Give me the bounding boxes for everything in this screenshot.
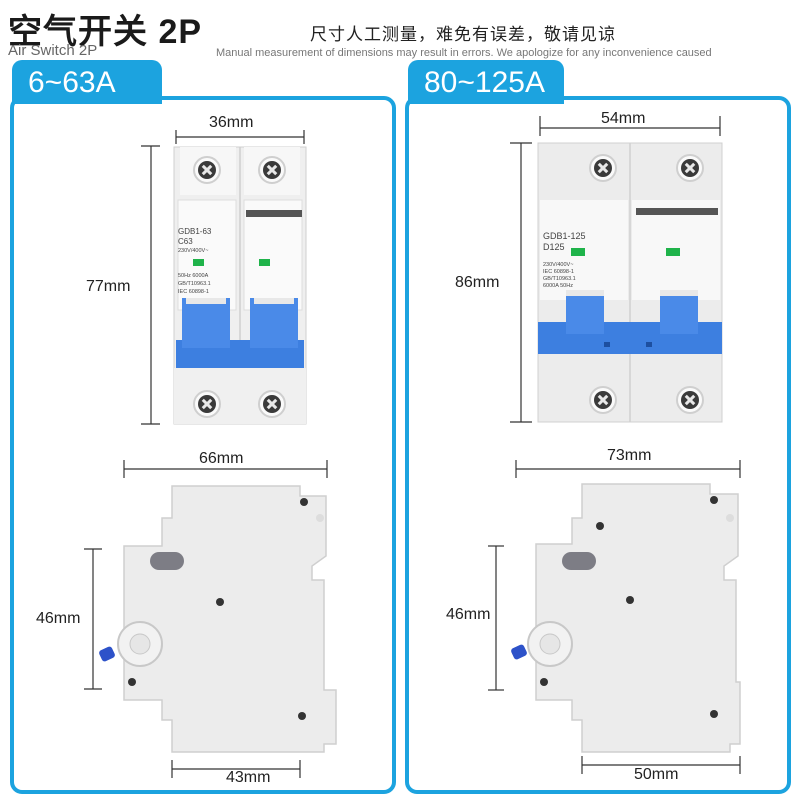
- left-label-spec3: IEC 60898-1: [178, 289, 209, 295]
- right-label-model: GDB1-125: [543, 231, 586, 241]
- left-label-model: GDB1-63: [178, 227, 212, 236]
- left-label-voltage: 230V/400V~: [178, 248, 208, 254]
- left-label-rating: C63: [178, 237, 193, 246]
- right-label-spec1: IEC 60898-1: [543, 269, 574, 275]
- right-depth-bottom-label: 50mm: [634, 766, 679, 783]
- left-side-height-label: 46mm: [36, 610, 81, 627]
- right-depth-top-label: 73mm: [607, 447, 652, 464]
- right-height-label: 86mm: [455, 274, 500, 291]
- notice-en: Manual measurement of dimensions may res…: [216, 47, 712, 59]
- right-side-breaker: [488, 460, 741, 774]
- left-width-label: 36mm: [209, 114, 254, 131]
- left-depth-top-label: 66mm: [199, 450, 244, 467]
- left-label-spec2: GB/T10963.1: [178, 281, 211, 287]
- left-front-breaker: [141, 130, 307, 425]
- tab-6-63a: 6~63A: [12, 60, 162, 104]
- left-label-spec1: 50Hz 6000A: [178, 273, 209, 279]
- page-title: 空气开关 2P: [8, 13, 203, 51]
- left-height-label: 77mm: [86, 278, 131, 295]
- left-side-breaker: [84, 460, 337, 778]
- right-label-rating: D125: [543, 242, 565, 252]
- right-label-spec3: 6000A 50Hz: [543, 283, 573, 289]
- page-subtitle: Air Switch 2P: [8, 42, 98, 59]
- right-label-voltage: 230V/400V~: [543, 262, 573, 268]
- right-width-label: 54mm: [601, 110, 646, 127]
- right-front-breaker: [510, 116, 723, 423]
- right-label-spec2: GB/T10963.1: [543, 276, 576, 282]
- left-depth-bottom-label: 43mm: [226, 769, 271, 786]
- tab-80-125a: 80~125A: [408, 60, 564, 104]
- notice-cn: 尺寸人工测量，难免有误差，敬请见谅: [310, 25, 616, 44]
- right-side-height-label: 46mm: [446, 606, 491, 623]
